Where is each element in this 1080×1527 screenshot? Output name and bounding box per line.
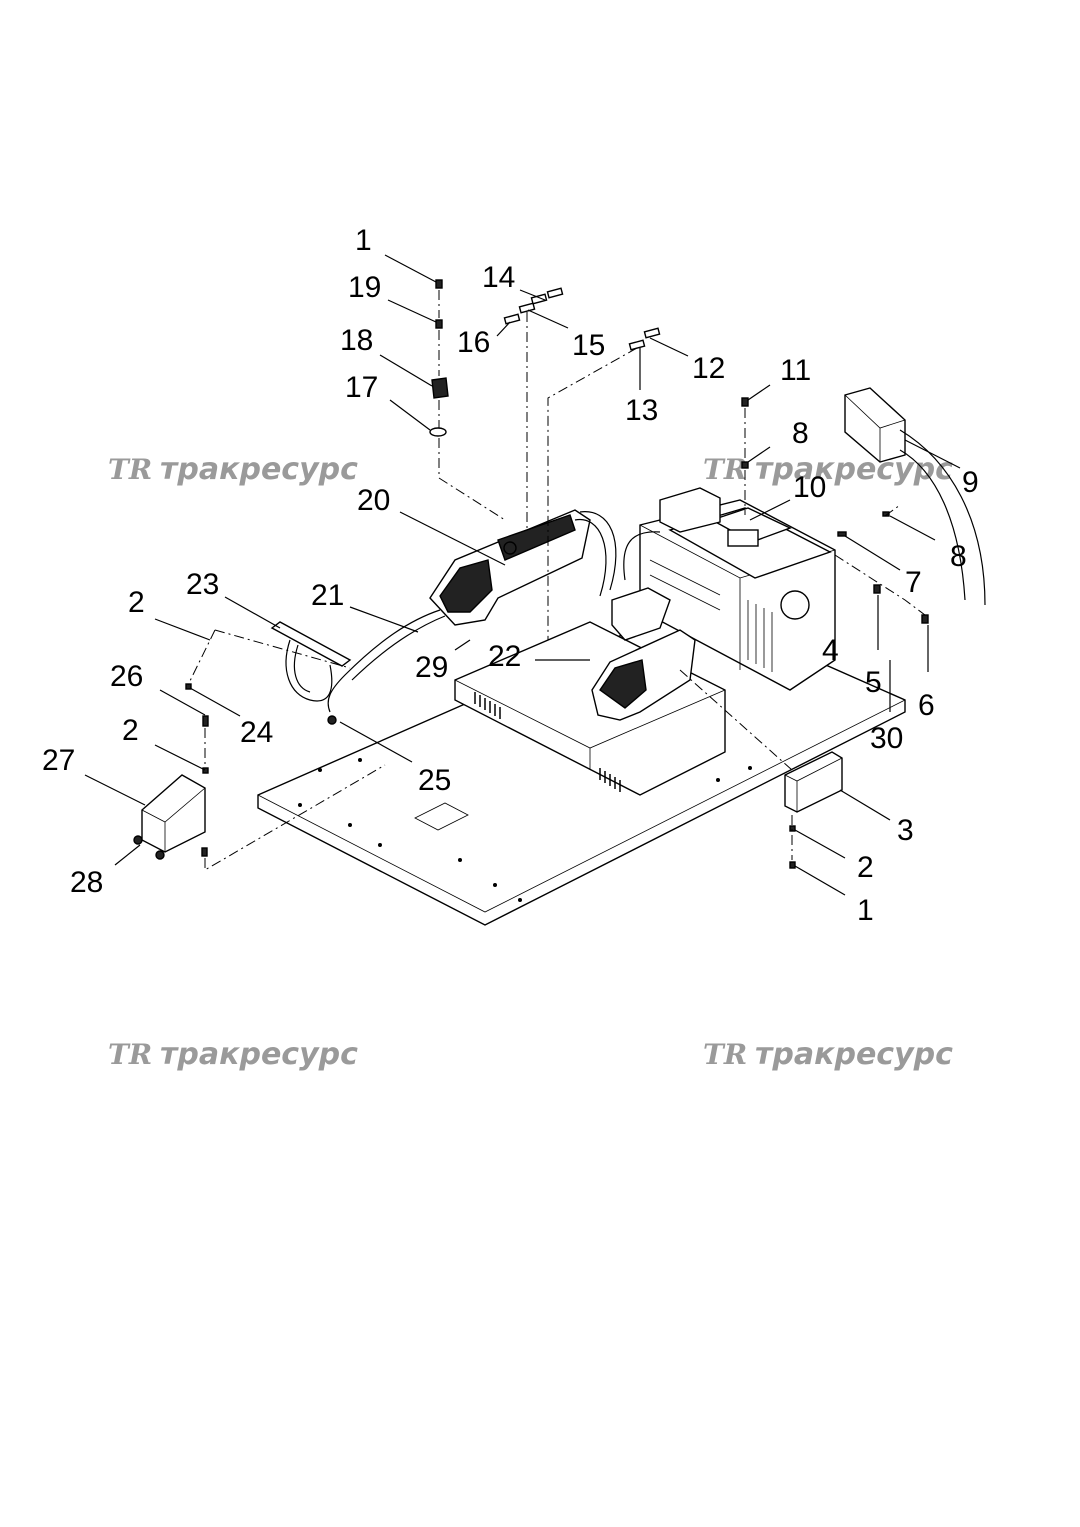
callout-27: 27 (42, 744, 75, 777)
callout-2-left-mid: 2 (122, 714, 139, 747)
watermark-logo: TR (108, 453, 152, 486)
hvac-unit (623, 487, 836, 691)
callout-26: 26 (110, 660, 143, 693)
leader-lines (84, 254, 961, 896)
watermark-logo: TR (703, 1038, 747, 1071)
callout-19: 19 (348, 271, 381, 304)
watermark-logo: TR (108, 1038, 152, 1071)
foot-pedal-27 (133, 774, 208, 860)
callout-16: 16 (457, 326, 490, 359)
fasteners (185, 279, 929, 869)
callout-29: 29 (415, 651, 448, 684)
callout-15: 15 (572, 329, 605, 362)
callout-8-right: 8 (950, 540, 967, 573)
callout-14: 14 (482, 261, 515, 294)
callout-13: 13 (625, 394, 658, 427)
callout-25: 25 (418, 764, 451, 797)
watermark-bottom-left: TR тракресурс (108, 1037, 358, 1072)
callout-3: 3 (897, 814, 914, 847)
callout-5: 5 (865, 666, 882, 699)
callout-2-bottom: 2 (857, 851, 874, 884)
module-3 (784, 751, 843, 813)
callout-7: 7 (905, 566, 922, 599)
watermark-bottom-right: TR тракресурс (703, 1037, 953, 1072)
callout-30: 30 (870, 722, 903, 755)
assembly-lines (187, 290, 926, 871)
callout-20: 20 (357, 484, 390, 517)
callout-6: 6 (918, 689, 935, 722)
control-box-9 (844, 387, 986, 606)
bracket-23 (270, 621, 352, 725)
callout-21: 21 (311, 579, 344, 612)
watermark-text: тракресурс (160, 1037, 358, 1072)
callout-labels: 1 19 18 17 14 16 15 12 13 11 8 9 10 8 7 … (42, 224, 979, 927)
callout-4: 4 (822, 634, 839, 667)
callout-11: 11 (780, 354, 811, 387)
callout-1-bottom: 1 (857, 894, 874, 927)
watermark-text: тракресурс (755, 1037, 953, 1072)
armrest-console-20 (327, 509, 617, 713)
callout-2-left-top: 2 (128, 586, 145, 619)
callout-9: 9 (962, 466, 979, 499)
watermark-logo: TR (703, 453, 747, 486)
callout-17: 17 (345, 371, 378, 404)
callout-22: 22 (488, 640, 521, 673)
callout-18: 18 (340, 324, 373, 357)
watermark-top-left: TR тракресурс (108, 452, 358, 487)
watermark-text: тракресурс (160, 452, 358, 487)
callout-8-top: 8 (792, 417, 809, 450)
callout-12: 12 (692, 352, 725, 385)
callout-10: 10 (793, 471, 826, 504)
watermark-top-right: TR тракресурс (703, 452, 953, 487)
callout-24: 24 (240, 716, 273, 749)
callout-23: 23 (186, 568, 219, 601)
console-22 (591, 587, 696, 721)
callout-28: 28 (70, 866, 103, 899)
callout-1: 1 (355, 224, 372, 257)
watermark-text: тракресурс (755, 452, 953, 487)
